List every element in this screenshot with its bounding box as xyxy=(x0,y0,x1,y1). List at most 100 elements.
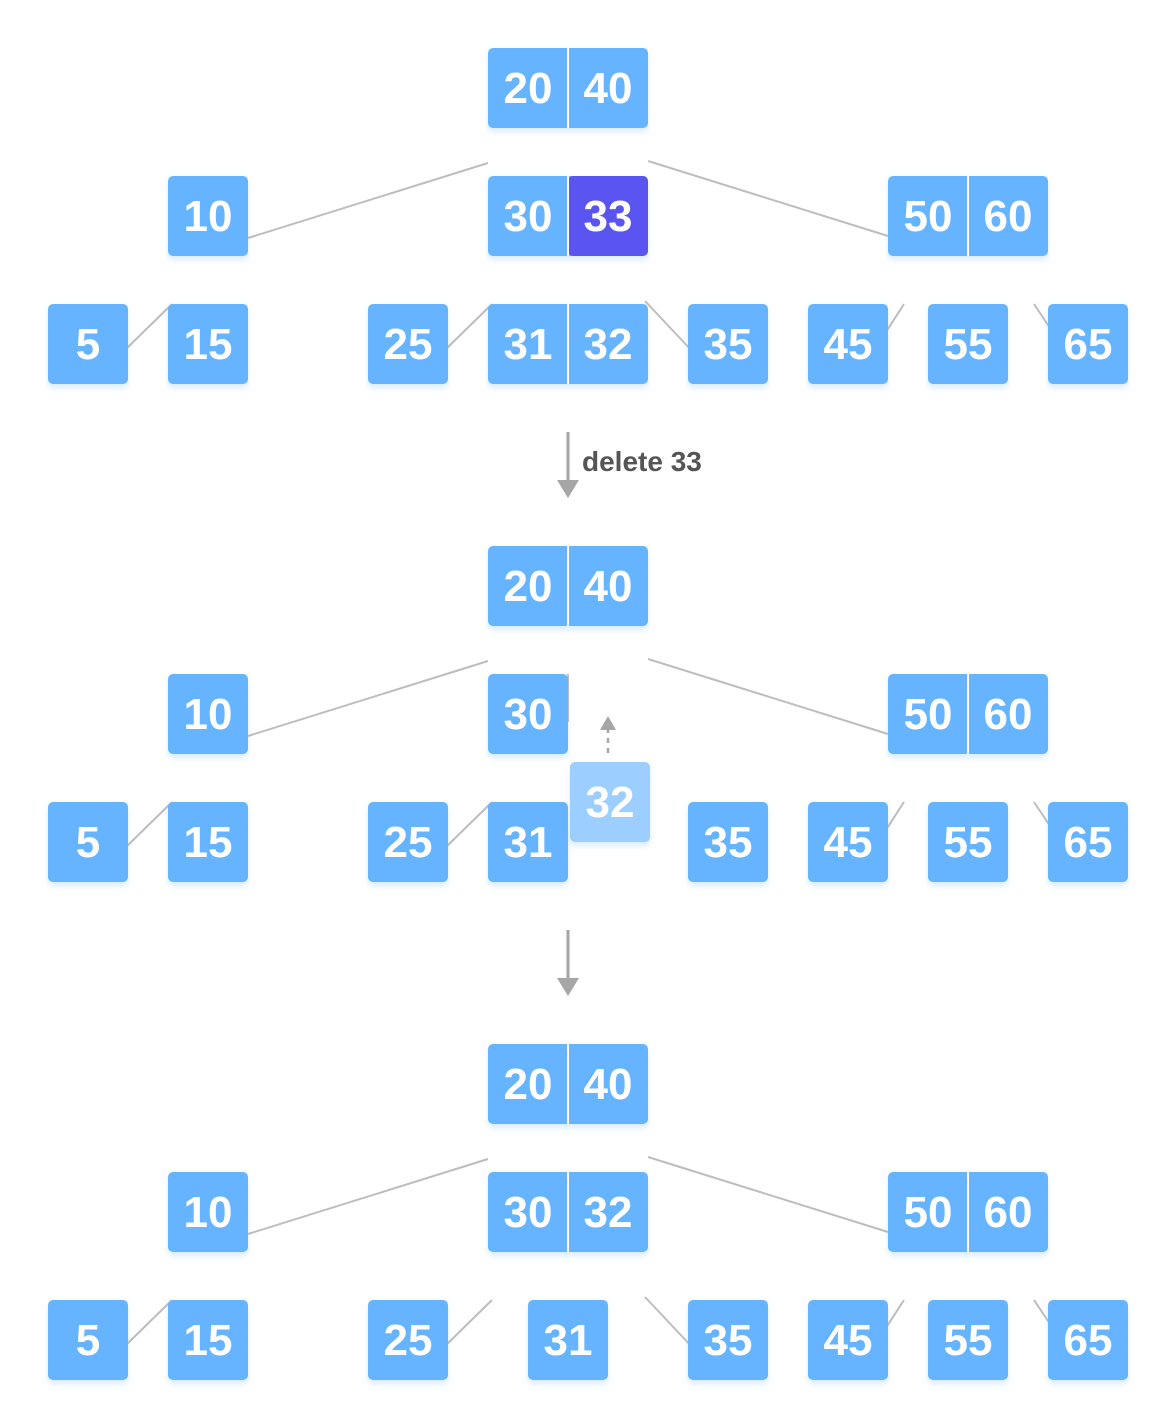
node-box xyxy=(1048,802,1128,882)
moving-key-node: 32 xyxy=(570,762,650,842)
tree-edge xyxy=(122,801,173,851)
node-box xyxy=(168,674,248,754)
node-key: 45 xyxy=(824,320,873,369)
tree-node: 25 xyxy=(368,802,448,882)
tree-edge xyxy=(247,1158,489,1235)
node-key: 55 xyxy=(944,320,993,369)
tree-edge xyxy=(247,660,489,737)
tree-node: 5 xyxy=(48,304,128,384)
node-key: 15 xyxy=(184,320,233,369)
tree-node: 31 xyxy=(528,1300,608,1380)
tree-node: 30 xyxy=(488,674,568,754)
node-key: 55 xyxy=(944,1316,993,1365)
node-key: 20 xyxy=(504,1060,553,1109)
tree-node: 35 xyxy=(688,802,768,882)
node-key: 30 xyxy=(504,192,553,241)
node-key: 5 xyxy=(76,818,100,867)
tree-node: 10 xyxy=(168,176,248,256)
node-key: 40 xyxy=(584,562,633,611)
tree-node: 65 xyxy=(1048,304,1128,384)
node-key: 65 xyxy=(1064,320,1113,369)
node-key: 35 xyxy=(704,320,753,369)
node-key: 20 xyxy=(504,64,553,113)
tree-node: 5 xyxy=(48,802,128,882)
tree-node: 45 xyxy=(808,802,888,882)
node-box xyxy=(808,802,888,882)
tree-node: 15 xyxy=(168,304,248,384)
tree-node: 55 xyxy=(928,1300,1008,1380)
tree-edge xyxy=(644,300,694,353)
tree-node: 50 60 xyxy=(888,674,1048,754)
tree-node: 35 xyxy=(688,304,768,384)
node-key: 55 xyxy=(944,818,993,867)
node-box xyxy=(368,802,448,882)
tree-node: 50 60 xyxy=(888,1172,1048,1252)
node-key: 25 xyxy=(384,818,433,867)
tree-node: 5 xyxy=(48,1300,128,1380)
tree-node: 15 xyxy=(168,802,248,882)
down-arrow-head xyxy=(557,480,579,498)
node-key: 30 xyxy=(504,1188,553,1237)
tree-edge xyxy=(647,658,889,735)
node-box xyxy=(368,1300,448,1380)
node-key: 20 xyxy=(504,562,553,611)
node-key: 31 xyxy=(504,818,553,867)
node-key: 10 xyxy=(184,690,233,739)
tree-node: 65 xyxy=(1048,802,1128,882)
node-box xyxy=(368,304,448,384)
node-key: 32 xyxy=(586,778,635,827)
tree-node: 55 xyxy=(928,304,1008,384)
node-key: 50 xyxy=(904,192,953,241)
node-key: 50 xyxy=(904,1188,953,1237)
node-box xyxy=(808,304,888,384)
node-key: 65 xyxy=(1064,1316,1113,1365)
tree-node: 10 xyxy=(168,674,248,754)
node-key: 25 xyxy=(384,320,433,369)
tree-node: 31 xyxy=(488,802,568,882)
tree-edge xyxy=(442,303,493,353)
node-box xyxy=(688,304,768,384)
node-key: 60 xyxy=(984,690,1033,739)
node-key: 60 xyxy=(984,1188,1033,1237)
node-box xyxy=(488,674,568,754)
node-box xyxy=(168,304,248,384)
node-box xyxy=(1048,1300,1128,1380)
move-up-arrow-head xyxy=(600,716,616,730)
tree-node: 45 xyxy=(808,1300,888,1380)
node-box xyxy=(928,304,1008,384)
tree-edge xyxy=(122,303,173,353)
tree-edge xyxy=(644,1296,694,1349)
node-key: 30 xyxy=(504,690,553,739)
node-key: 31 xyxy=(544,1316,593,1365)
tree-node: 35 xyxy=(688,1300,768,1380)
node-box xyxy=(688,802,768,882)
node-box xyxy=(168,1300,248,1380)
node-key: 65 xyxy=(1064,818,1113,867)
node-key: 32 xyxy=(584,320,633,369)
down-arrow-head xyxy=(557,978,579,996)
tree-node: 10 xyxy=(168,1172,248,1252)
node-box xyxy=(48,1300,128,1380)
node-box xyxy=(528,1300,608,1380)
node-key: 40 xyxy=(584,1060,633,1109)
node-key: 31 xyxy=(504,320,553,369)
node-box xyxy=(928,802,1008,882)
node-box xyxy=(570,762,650,842)
node-key: 50 xyxy=(904,690,953,739)
tree-node: 31 32 xyxy=(488,304,648,384)
node-key: 35 xyxy=(704,818,753,867)
node-box xyxy=(168,802,248,882)
node-box xyxy=(48,802,128,882)
tree-edge xyxy=(442,801,493,851)
step-arrows xyxy=(557,432,616,996)
highlighted-key-cell xyxy=(568,176,648,256)
tree-node: 25 xyxy=(368,304,448,384)
node-key: 10 xyxy=(184,192,233,241)
